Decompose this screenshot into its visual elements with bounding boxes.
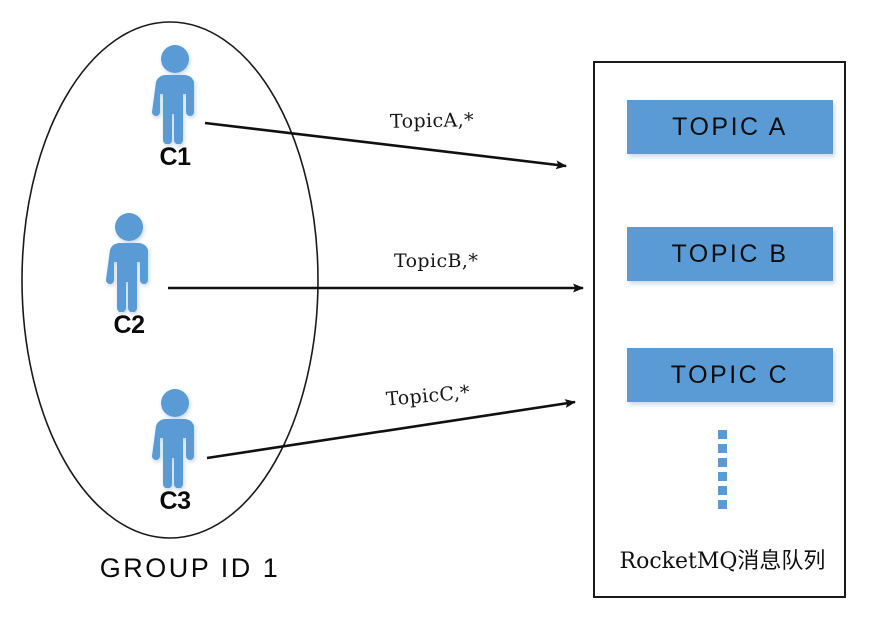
subscription-label-topic-a: TopicA,* <box>389 109 475 133</box>
topic-card-b-label: TOPIC B <box>671 239 789 268</box>
person-icon <box>106 213 148 312</box>
consumer-group-ellipse <box>21 21 319 539</box>
ellipsis-dot <box>717 472 727 481</box>
subscription-label-topic-b: TopicB,* <box>394 250 479 272</box>
more-topics-ellipsis-icon <box>714 430 730 509</box>
topic-card-a[interactable]: TOPIC A <box>627 100 833 154</box>
consumer-c3-label: C3 <box>159 487 191 515</box>
consumer-c3[interactable]: C3 <box>144 388 206 516</box>
person-icon <box>152 45 194 144</box>
subscription-arrow-topic-a <box>204 121 567 170</box>
topic-card-c[interactable]: TOPIC C <box>627 348 833 402</box>
ellipsis-dot <box>717 486 727 495</box>
topic-card-b[interactable]: TOPIC B <box>627 227 833 281</box>
consumer-c1-label: C1 <box>159 143 191 171</box>
consumer-c2[interactable]: C2 <box>98 212 160 340</box>
subscription-arrow-topic-c <box>206 399 576 460</box>
broker-caption: RocketMQ消息队列 <box>619 549 826 574</box>
ellipsis-dot <box>717 444 727 453</box>
ellipsis-dot <box>717 430 727 439</box>
ellipsis-dot <box>717 500 727 509</box>
topic-card-a-label: TOPIC A <box>672 112 788 141</box>
ellipsis-dot <box>717 458 727 467</box>
topic-card-c-label: TOPIC C <box>670 360 790 389</box>
person-icon <box>152 389 194 488</box>
consumer-c2-label: C2 <box>113 311 145 339</box>
group-id-caption: GROUP ID 1 <box>99 553 281 583</box>
consumer-c1[interactable]: C1 <box>144 44 206 172</box>
